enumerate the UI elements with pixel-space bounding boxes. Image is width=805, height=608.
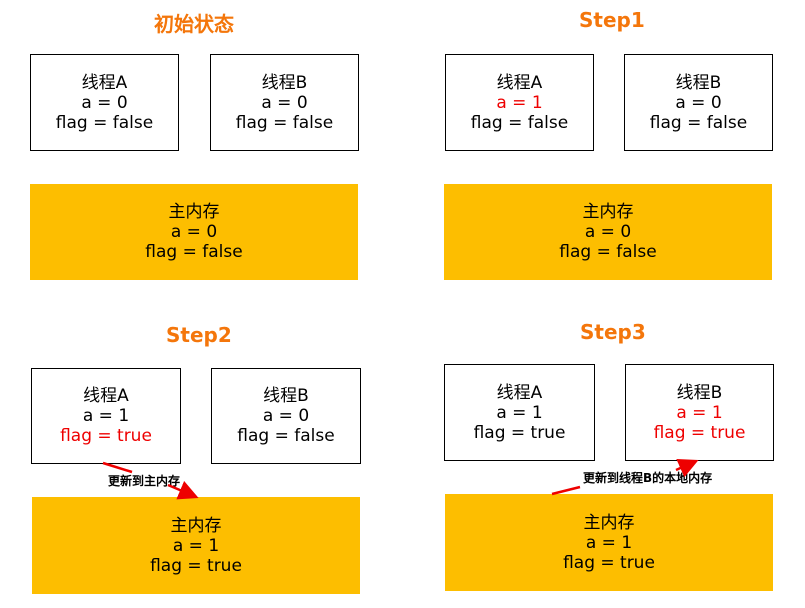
- main-memory-box-step3: 主内存 a = 1 flag = true: [445, 494, 773, 591]
- var-flag-value: flag = true: [473, 422, 566, 443]
- thread-name: 线程A: [496, 72, 543, 93]
- var-flag-value: flag = false: [559, 242, 657, 262]
- panel-title-step3: Step3: [580, 320, 646, 344]
- var-a-value: a = 0: [261, 92, 308, 113]
- thread-name: 线程B: [263, 386, 309, 406]
- var-a-value: a = 1: [82, 406, 130, 426]
- thread-a-box-initial: 线程A a = 0 flag = false: [30, 54, 179, 151]
- thread-name: 线程B: [261, 72, 308, 93]
- var-a-value: a = 0: [262, 406, 310, 426]
- update-arrow-step2: [102, 461, 194, 496]
- var-flag-value: flag = false: [649, 112, 748, 133]
- thread-a-box-step1: 线程A a = 1 flag = false: [445, 54, 594, 151]
- thread-b-box-initial: 线程B a = 0 flag = false: [210, 54, 359, 151]
- var-a-value-changed: a = 1: [676, 402, 723, 423]
- thread-name: 线程B: [675, 72, 722, 93]
- var-flag-value-changed: flag = true: [60, 426, 152, 446]
- var-a-value: a = 0: [675, 92, 722, 113]
- var-a-value: a = 0: [584, 222, 632, 242]
- main-memory-box-step1: 主内存 a = 0 flag = false: [444, 184, 772, 280]
- arrow-label-step2: 更新到主内存: [108, 474, 181, 488]
- memory-name: 主内存: [168, 202, 220, 222]
- thread-b-box-step3: 线程B a = 1 flag = true: [625, 364, 774, 461]
- var-a-value-changed: a = 1: [496, 92, 543, 113]
- var-flag-value: flag = true: [150, 555, 242, 576]
- var-flag-value: flag = false: [55, 112, 154, 133]
- var-a-value: a = 0: [170, 222, 218, 242]
- update-arrow-step3: [551, 462, 694, 496]
- panel-title-step2: Step2: [166, 323, 232, 347]
- var-flag-value: flag = false: [470, 112, 569, 133]
- var-a-value: a = 1: [172, 535, 220, 556]
- panel-title-initial: 初始状态: [154, 12, 234, 36]
- var-flag-value: flag = false: [145, 242, 243, 262]
- thread-a-box-step3: 线程A a = 1 flag = true: [444, 364, 595, 461]
- panel-title-step1: Step1: [579, 8, 645, 32]
- memory-name: 主内存: [583, 512, 635, 533]
- memory-name: 主内存: [170, 515, 222, 536]
- thread-name: 线程B: [676, 382, 723, 403]
- var-flag-value-changed: flag = true: [653, 422, 746, 443]
- main-memory-box-initial: 主内存 a = 0 flag = false: [30, 184, 358, 280]
- thread-name: 线程A: [81, 72, 128, 93]
- var-flag-value: flag = false: [235, 112, 334, 133]
- var-a-value: a = 1: [585, 532, 633, 553]
- var-a-value: a = 1: [496, 402, 543, 423]
- var-a-value: a = 0: [81, 92, 128, 113]
- thread-b-box-step2: 线程B a = 0 flag = false: [211, 368, 361, 464]
- memory-name: 主内存: [582, 202, 634, 222]
- thread-name: 线程A: [496, 382, 543, 403]
- thread-b-box-step1: 线程B a = 0 flag = false: [624, 54, 773, 151]
- var-flag-value: flag = true: [563, 552, 655, 573]
- var-flag-value: flag = false: [237, 426, 335, 446]
- thread-a-box-step2: 线程A a = 1 flag = true: [31, 368, 181, 464]
- thread-name: 线程A: [83, 386, 129, 406]
